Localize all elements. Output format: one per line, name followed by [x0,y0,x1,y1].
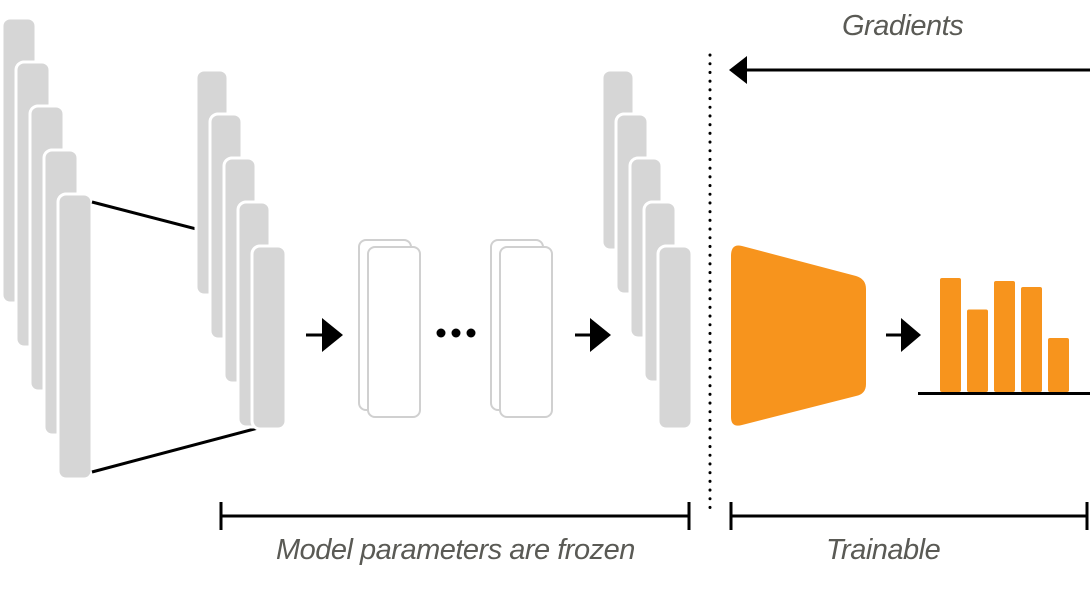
output-bar [994,281,1015,392]
final-feature-stack [600,68,694,431]
output-bar [940,278,961,392]
right-arrow-icon [886,318,921,352]
trainable-bracket [729,502,1089,530]
output-bar-chart [940,278,1069,392]
frozen-label: Model parameters are frozen [276,534,635,566]
intermediate-layer-block-2 [490,239,553,418]
frozen-bracket [219,502,691,530]
gradients-label: Gradients [842,10,964,42]
conv-feature-stack-1 [194,68,288,431]
input-feature-stack [0,16,94,481]
intermediate-layer-block-1 [358,239,421,418]
right-arrow-icon [306,318,343,352]
right-arrow-icon [575,318,611,352]
trainable-head [731,245,866,426]
output-bar [1048,338,1069,392]
output-bar [967,309,988,392]
output-bar [1021,287,1042,392]
gradients-arrow [729,56,1090,84]
trainable-label: Trainable [826,534,941,566]
ellipsis-icon [436,328,476,338]
